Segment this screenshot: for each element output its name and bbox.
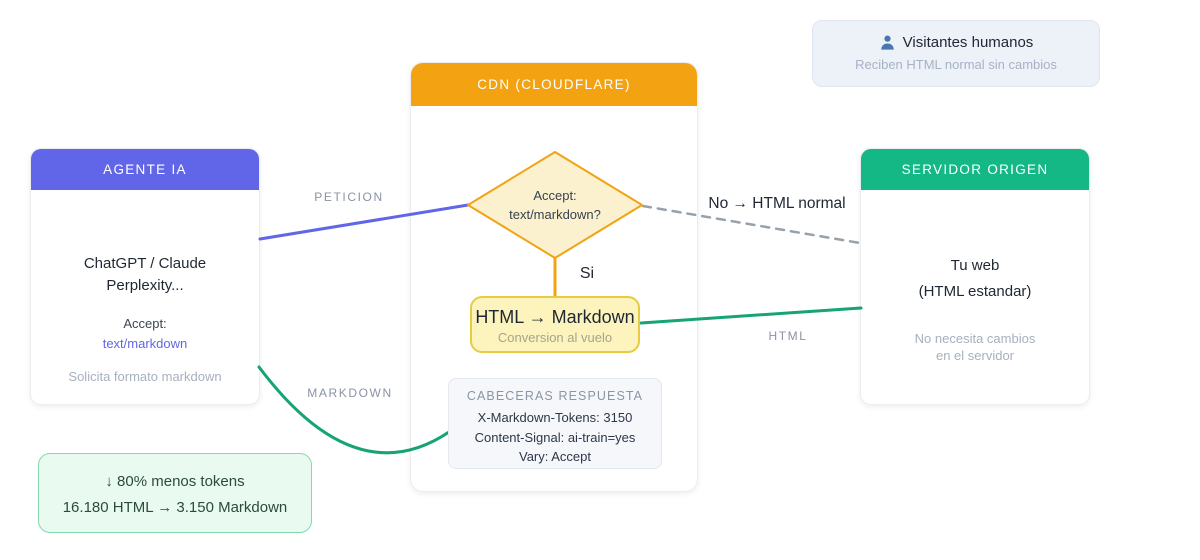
- human-visitors-subtitle: Reciben HTML normal sin cambios: [855, 57, 1057, 72]
- converter-title: HTML → Markdown: [475, 307, 635, 327]
- person-icon: [880, 35, 894, 50]
- markdown-label: MARKDOWN: [307, 386, 393, 400]
- server-card-title: SERVIDOR ORIGEN: [901, 162, 1049, 177]
- server-name: Tu web (HTML estandar): [918, 257, 1032, 300]
- agent-card-header: AGENTE IA: [31, 149, 259, 190]
- token-savings-line1: ↓ 80% menos tokens: [105, 473, 245, 490]
- converter-subtitle: Conversion al vuelo: [497, 330, 613, 345]
- si-label: Si: [579, 265, 595, 282]
- agent-accept: Accept: text/markdown: [31, 314, 259, 354]
- decision-text: Accept: text/markdown?: [509, 188, 601, 222]
- token-savings-line2: 16.180 HTML → 3.150 Markdown: [62, 499, 288, 516]
- agent-note: Solicita formato markdown: [68, 369, 222, 384]
- server-card-header: SERVIDOR ORIGEN: [861, 149, 1089, 190]
- human-visitors-title-row: Visitantes humanos: [879, 32, 1034, 53]
- response-header-line: Vary: Accept: [518, 449, 591, 464]
- no-branch-label: No → HTML normal: [708, 195, 846, 212]
- response-headers-panel: CABECERAS RESPUESTA X-Markdown-Tokens: 3…: [448, 378, 662, 469]
- server-card: SERVIDOR ORIGEN Tu web (HTML estandar) N…: [860, 148, 1090, 405]
- response-headers-title: CABECERAS RESPUESTA: [466, 389, 644, 403]
- agent-card-title: AGENTE IA: [103, 162, 187, 177]
- human-visitors-panel: Visitantes humanos Reciben HTML normal s…: [812, 20, 1100, 87]
- agent-accept-value: text/markdown: [102, 336, 188, 351]
- converter-box: HTML → Markdown Conversion al vuelo: [470, 296, 640, 353]
- peticion-label: PETICION: [314, 190, 384, 204]
- cdn-card-header: CDN (CLOUDFLARE): [411, 63, 697, 106]
- cdn-card-title: CDN (CLOUDFLARE): [477, 77, 631, 92]
- response-header-line: Content-Signal: ai-train=yes: [474, 429, 636, 445]
- agent-accept-label: Accept:: [123, 316, 167, 331]
- html-label: HTML: [768, 329, 808, 343]
- human-visitors-title: Visitantes humanos: [902, 34, 1034, 51]
- response-header-line: X-Markdown-Tokens: 3150: [477, 410, 633, 425]
- agent-card: AGENTE IA ChatGPT / Claude Perplexity...…: [30, 148, 260, 405]
- token-savings-panel: ↓ 80% menos tokens 16.180 HTML → 3.150 M…: [38, 453, 312, 533]
- server-note: No necesita cambios en el servidor: [914, 331, 1036, 363]
- agent-name: ChatGPT / Claude Perplexity...: [83, 255, 207, 294]
